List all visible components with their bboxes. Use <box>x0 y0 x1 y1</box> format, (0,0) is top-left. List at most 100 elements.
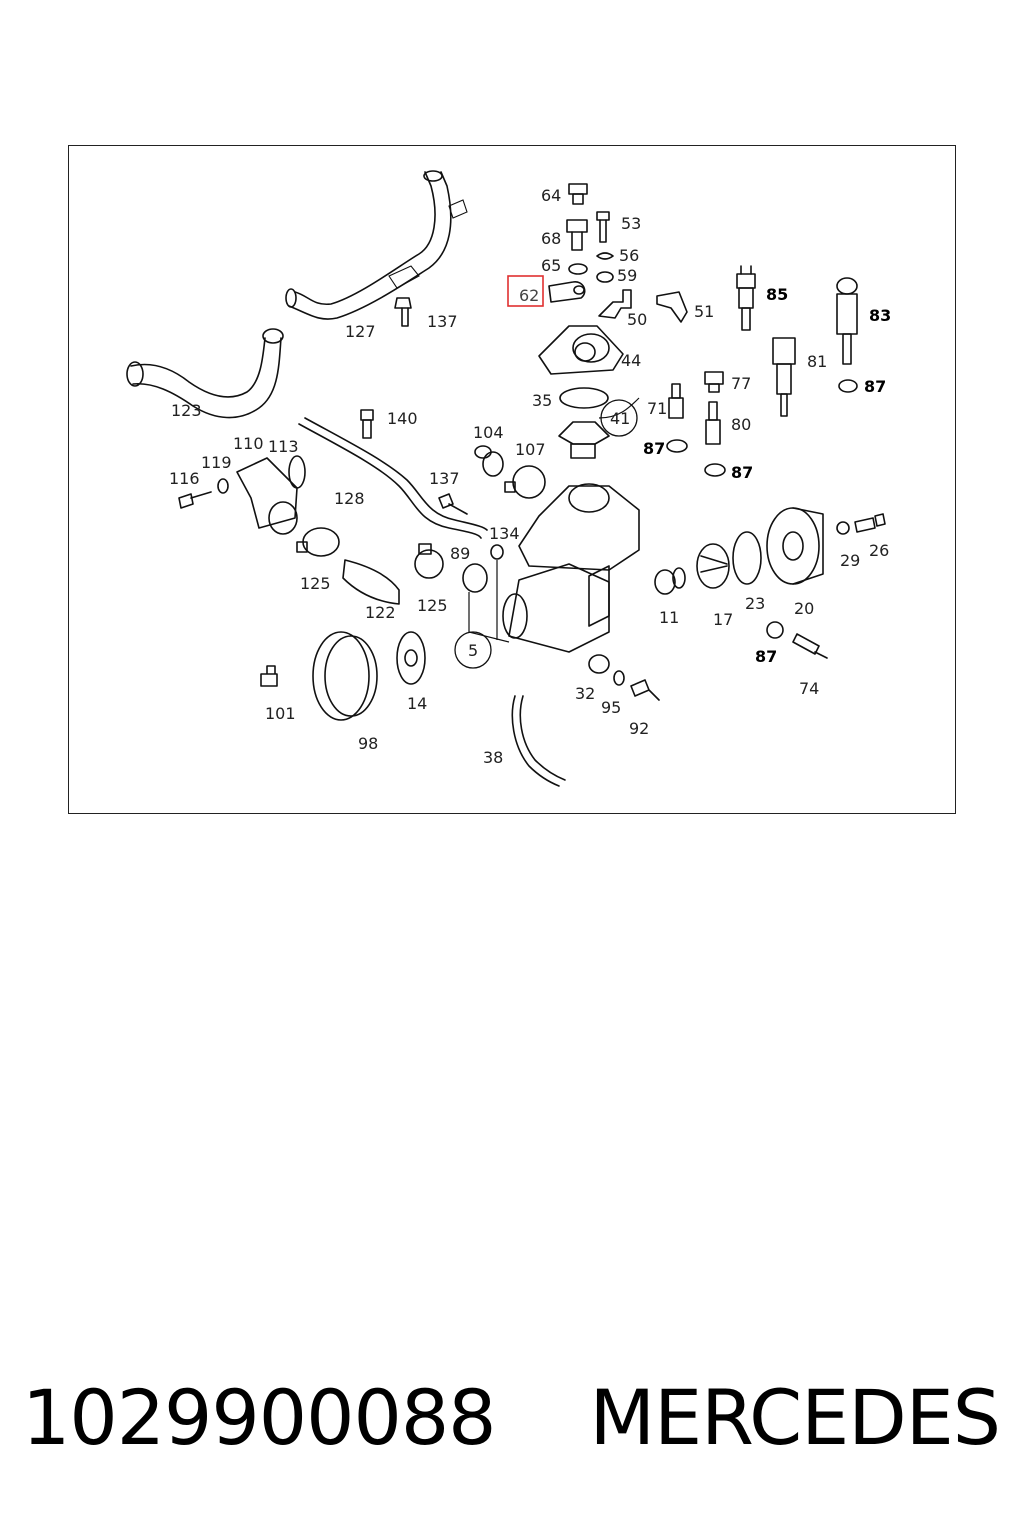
part-137-bolt-drawing <box>394 297 412 327</box>
callout-74[interactable]: 74 <box>799 679 819 698</box>
part-50-bracket-drawing <box>598 289 632 319</box>
callout-64[interactable]: 64 <box>541 186 561 205</box>
callout-107[interactable]: 107 <box>515 440 546 459</box>
part-119-washer-drawing <box>217 478 229 494</box>
callout-110[interactable]: 110 <box>233 434 264 453</box>
part-128-pipe-edge <box>304 417 488 531</box>
callout-38[interactable]: 38 <box>483 748 503 767</box>
part-51-bracket-drawing <box>656 291 688 323</box>
callout-5[interactable]: 5 <box>468 641 478 660</box>
part-83-sensor-drawing <box>836 277 858 365</box>
callout-134[interactable]: 134 <box>489 524 520 543</box>
callout-104[interactable]: 104 <box>473 423 504 442</box>
callout-137-top[interactable]: 137 <box>427 312 458 331</box>
part-140-valve-drawing <box>360 409 374 439</box>
part-87b-ring-drawing <box>666 439 688 453</box>
part-17-impeller-drawing <box>696 543 730 589</box>
part-110-elbow-drawing <box>236 457 298 535</box>
part-125b-clamp-drawing <box>414 543 444 579</box>
part-23-gasket-drawing <box>732 531 762 585</box>
part-29-washer-drawing <box>836 521 850 535</box>
callout-95[interactable]: 95 <box>601 698 621 717</box>
part-125a-clamp-drawing <box>296 527 340 557</box>
callout-71[interactable]: 71 <box>647 399 667 418</box>
part-74-plug-drawing <box>792 633 828 659</box>
part-87c-ring-drawing <box>704 463 726 477</box>
part-68-bolt-drawing <box>566 219 588 251</box>
part-137b-bolt-drawing <box>438 493 468 515</box>
callout-14[interactable]: 14 <box>407 694 427 713</box>
part-62-banjo-fitting-drawing <box>548 281 586 303</box>
callout-81[interactable]: 81 <box>807 352 827 371</box>
callout-77[interactable]: 77 <box>731 374 751 393</box>
callout-125-right[interactable]: 125 <box>417 596 448 615</box>
part-127-pipe-drawing <box>285 170 468 320</box>
callout-87-lower[interactable]: 87 <box>755 647 777 666</box>
part-89-ring-drawing <box>462 563 488 593</box>
callout-116[interactable]: 116 <box>169 469 200 488</box>
callout-44[interactable]: 44 <box>621 351 641 370</box>
callout-98[interactable]: 98 <box>358 734 378 753</box>
callout-59[interactable]: 59 <box>617 266 637 285</box>
part-14-hub-drawing <box>396 631 426 685</box>
callout-80[interactable]: 80 <box>731 415 751 434</box>
part-44-thermostat-housing-drawing <box>538 325 624 375</box>
callout-20[interactable]: 20 <box>794 599 814 618</box>
part-116-bolt-drawing <box>178 491 212 509</box>
callout-68[interactable]: 68 <box>541 229 561 248</box>
part-81-sensor-drawing <box>772 337 796 417</box>
part-32-bushing-drawing <box>588 654 610 674</box>
part-38-hose-drawing <box>511 695 560 787</box>
part-20-pulley-drawing <box>766 507 824 585</box>
part-11-cap-drawing <box>654 567 686 595</box>
part-85-sensor-drawing <box>736 265 756 331</box>
part-56-washer-drawing <box>596 252 614 260</box>
callout-50[interactable]: 50 <box>627 310 647 329</box>
callout-29[interactable]: 29 <box>840 551 860 570</box>
brand-name: MERCEDES <box>589 1373 1001 1462</box>
part-101-bolt-drawing <box>260 665 278 687</box>
callout-119[interactable]: 119 <box>201 453 232 472</box>
callout-83[interactable]: 83 <box>869 306 891 325</box>
callout-113[interactable]: 113 <box>268 437 299 456</box>
callout-128[interactable]: 128 <box>334 489 365 508</box>
callout-23[interactable]: 23 <box>745 594 765 613</box>
callout-122[interactable]: 122 <box>365 603 396 622</box>
part-123-hose-drawing <box>126 328 284 419</box>
callout-41[interactable]: 41 <box>610 409 630 428</box>
part-122-hose-drawing <box>342 559 400 605</box>
part-thermostat-drawing <box>558 421 610 459</box>
callout-140[interactable]: 140 <box>387 409 418 428</box>
callout-53[interactable]: 53 <box>621 214 641 233</box>
callout-92[interactable]: 92 <box>629 719 649 738</box>
callout-137-middle[interactable]: 137 <box>429 469 460 488</box>
callout-35[interactable]: 35 <box>532 391 552 410</box>
part-38-hose-edge <box>519 695 566 781</box>
part-64-bolt-drawing <box>568 183 588 205</box>
callout-11[interactable]: 11 <box>659 608 679 627</box>
callout-87-middle[interactable]: 87 <box>643 439 665 458</box>
callout-65[interactable]: 65 <box>541 256 561 275</box>
part-87-ring-drawing <box>838 379 858 393</box>
part-26-bolt-drawing <box>854 513 886 533</box>
callout-123[interactable]: 123 <box>171 401 202 420</box>
part-77-plug-drawing <box>704 371 724 393</box>
callout-17[interactable]: 17 <box>713 610 733 629</box>
part-107-clamp-drawing <box>504 465 546 499</box>
callout-127[interactable]: 127 <box>345 322 376 341</box>
callout-26[interactable]: 26 <box>869 541 889 560</box>
callout-89[interactable]: 89 <box>450 544 470 563</box>
callout-101[interactable]: 101 <box>265 704 296 723</box>
callout-125-left[interactable]: 125 <box>300 574 331 593</box>
part-35-seal-ring-drawing <box>559 387 609 409</box>
callout-32[interactable]: 32 <box>575 684 595 703</box>
callout-87-right[interactable]: 87 <box>731 463 753 482</box>
callout-51[interactable]: 51 <box>694 302 714 321</box>
callout-62-highlighted[interactable]: 62 <box>519 286 539 305</box>
callout-85[interactable]: 85 <box>766 285 788 304</box>
callout-56[interactable]: 56 <box>619 246 639 265</box>
part-98-seal-drawing <box>312 631 378 721</box>
callout-87-upper-right[interactable]: 87 <box>864 377 886 396</box>
callout-41-circle <box>600 399 638 437</box>
lead-5 <box>468 560 510 643</box>
